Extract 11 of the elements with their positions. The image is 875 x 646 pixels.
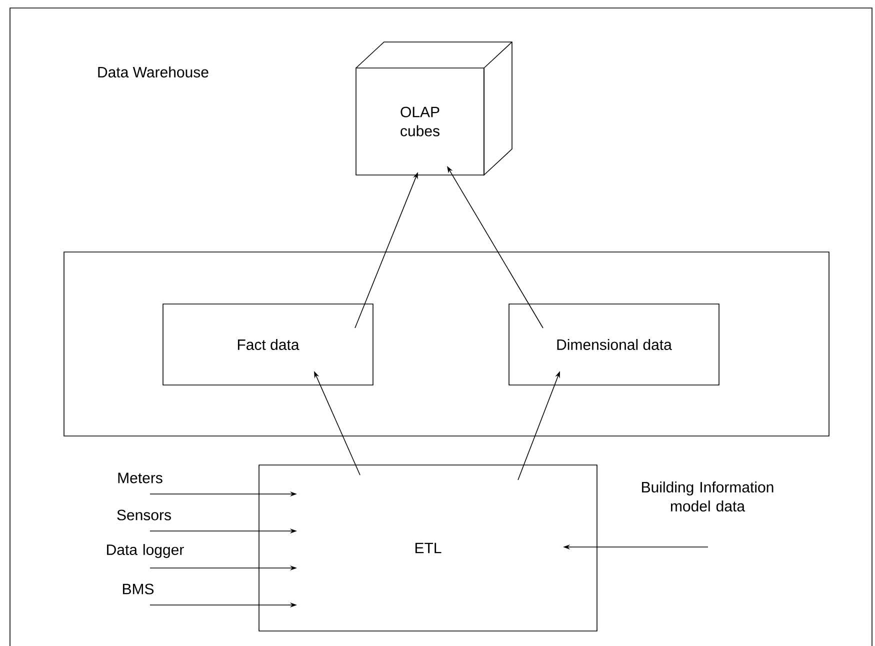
process-box: Dimensional data — [508, 304, 720, 386]
input-label: Building Information model data — [642, 482, 774, 512]
input-label: Sensors — [117, 510, 171, 520]
input-label: Data logger — [107, 544, 184, 558]
container-box — [64, 252, 830, 436]
heading: Data Warehouse — [98, 66, 208, 78]
input-label: Meters — [118, 472, 162, 484]
process-box: ETL — [258, 464, 598, 632]
process-box: Fact data — [162, 304, 374, 386]
cube: OLAP cubes — [356, 42, 512, 176]
input-label: BMS — [122, 584, 154, 594]
